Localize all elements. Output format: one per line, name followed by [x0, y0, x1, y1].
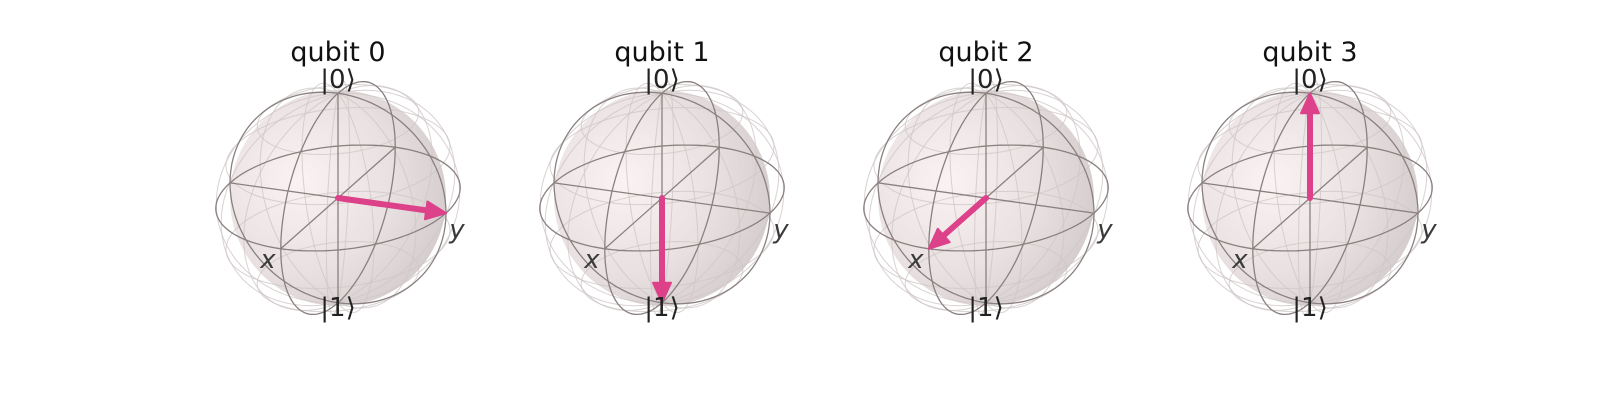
- sphere-title: qubit 1: [614, 37, 709, 68]
- x-axis-label: x: [1231, 245, 1248, 275]
- ket-one-label: |1⟩: [644, 293, 679, 323]
- y-axis-label: y: [448, 215, 465, 245]
- x-axis-label: x: [259, 245, 276, 275]
- arrowhead: [927, 227, 951, 250]
- sphere-title: qubit 0: [290, 37, 385, 68]
- state-vector-arrow: [939, 195, 989, 240]
- ket-one-label: |1⟩: [320, 293, 355, 323]
- bloch-sphere-1: qubit 1 |0⟩ |1⟩ x y: [539, 37, 789, 323]
- arrowhead: [1300, 92, 1320, 115]
- arrowhead: [652, 281, 672, 304]
- state-vector-arrow: [335, 195, 432, 214]
- ket-one-label: |1⟩: [968, 293, 1003, 323]
- ket-zero-label: |0⟩: [644, 65, 679, 95]
- ket-zero-label: |0⟩: [1292, 65, 1327, 95]
- ket-zero-label: |0⟩: [968, 65, 1003, 95]
- y-axis-label: y: [772, 215, 789, 245]
- x-axis-label: x: [907, 245, 924, 275]
- y-axis-label: y: [1420, 215, 1437, 245]
- sphere-title: qubit 2: [938, 37, 1033, 68]
- ket-zero-label: |0⟩: [320, 65, 355, 95]
- arrowhead: [423, 200, 447, 221]
- sphere-title: qubit 3: [1262, 37, 1357, 68]
- bloch-sphere-0: qubit 0 |0⟩ |1⟩ x y: [215, 37, 465, 323]
- ket-one-label: |1⟩: [1292, 293, 1327, 323]
- x-axis-label: x: [583, 245, 600, 275]
- bloch-sphere-3: qubit 3 |0⟩ |1⟩ x y: [1187, 37, 1437, 323]
- y-axis-label: y: [1096, 215, 1113, 245]
- bloch-sphere-2: qubit 2 |0⟩ |1⟩ x y: [863, 37, 1113, 323]
